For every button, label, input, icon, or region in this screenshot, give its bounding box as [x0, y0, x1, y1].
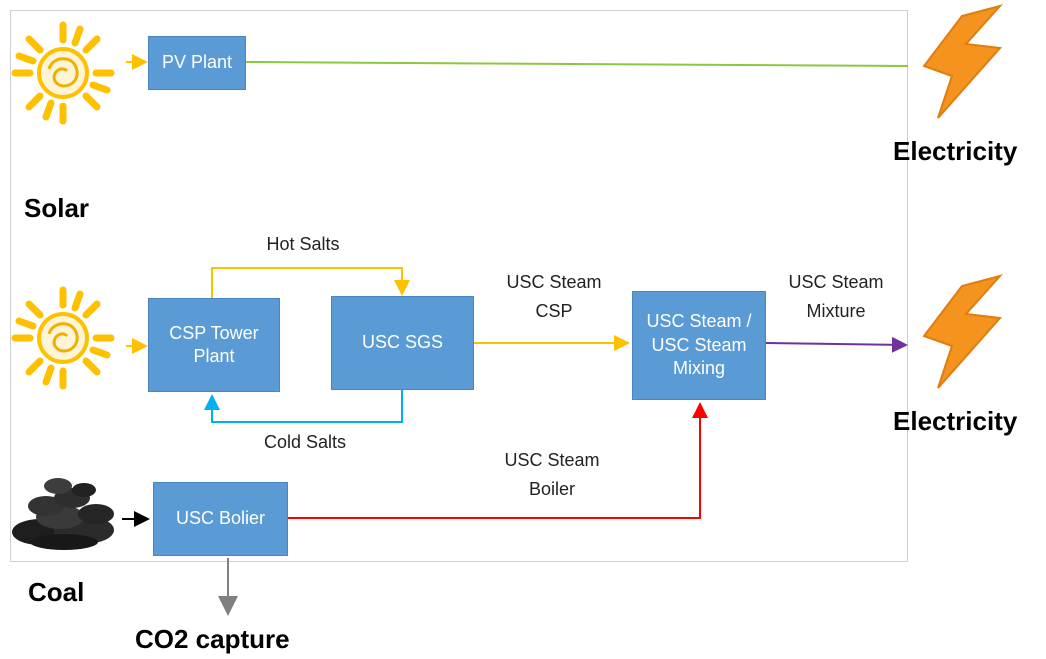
usc-steam-csp-label: USC Steam CSP [506, 272, 602, 321]
usc-sgs-box: USC SGS [331, 296, 474, 390]
diagram-frame [10, 10, 908, 562]
co2-capture-label: CO2 capture [135, 624, 290, 654]
hot-salts-line [211, 267, 410, 298]
usc-boiler-box: USC Bolier [153, 482, 288, 556]
pv-plant-box: PV Plant [148, 36, 246, 90]
usc-steam-mixing-box: USC Steam / USC Steam Mixing [632, 291, 766, 400]
boiler-steam-line [288, 402, 708, 519]
coal-icon [12, 478, 114, 550]
sun-icon [11, 286, 115, 390]
cold-salts-label: Cold Salts [263, 432, 347, 452]
coal-label: Coal [28, 577, 85, 607]
usc-steam-boiler-label: USC Steam Boiler [504, 450, 600, 499]
electricity-label-top: Electricity [893, 136, 1018, 166]
mixture-line [765, 336, 908, 353]
usc-steam-mixture-label: USC Steam Mixture [788, 272, 884, 321]
solar-label: Solar [24, 193, 90, 223]
csp-tower-plant-box: CSP Tower Plant [148, 298, 280, 392]
hot-salts-label: Hot Salts [266, 234, 340, 254]
electricity-label-middle: Electricity [893, 406, 1018, 436]
cold-salts-line [204, 390, 403, 423]
sun-icon [11, 21, 115, 125]
pv-to-electricity-line [245, 61, 909, 67]
lightning-icon [922, 4, 1003, 119]
lightning-icon [922, 274, 1003, 389]
